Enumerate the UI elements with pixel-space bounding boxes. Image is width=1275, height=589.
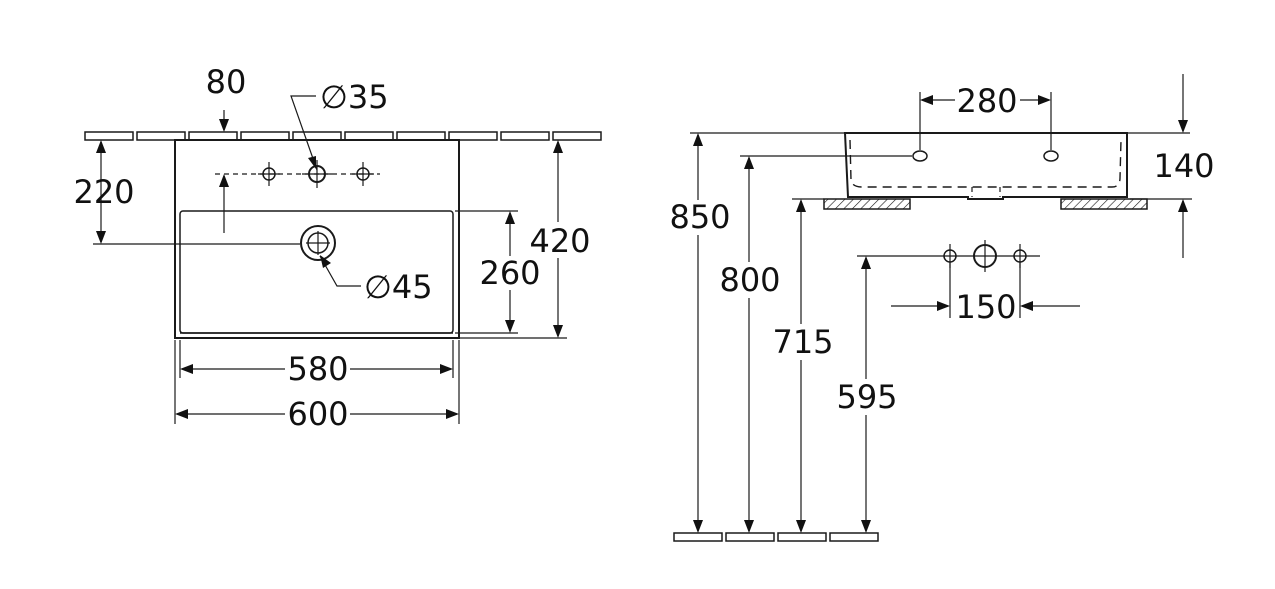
label-tap-height: 220 xyxy=(73,173,134,211)
side-tap-hole-left xyxy=(912,150,928,162)
floor-segments xyxy=(673,532,879,542)
side-view: 280 140 850 800 xyxy=(669,74,1215,542)
label-bracket-height: 715 xyxy=(772,323,833,361)
dim-basin-height: 140 xyxy=(1130,74,1215,258)
bracket-right xyxy=(1060,198,1148,210)
label-waste-hole: ∅45 xyxy=(364,268,433,306)
waste-outlet xyxy=(300,225,336,261)
label-total-width: 600 xyxy=(287,395,348,433)
label-waste-height: 595 xyxy=(836,378,897,416)
side-tap-hole-right xyxy=(1043,150,1059,162)
label-tap-hole-height: 800 xyxy=(719,261,780,299)
label-waste-spacing: 150 xyxy=(955,288,1016,326)
label-tap-hole: ∅35 xyxy=(320,78,389,116)
dim-top-height: 850 xyxy=(669,132,1190,533)
label-top-height: 850 xyxy=(669,198,730,236)
side-waste-fittings xyxy=(943,240,1027,272)
dim-waste-hole: ∅45 xyxy=(319,255,433,306)
dim-total-depth: 420 xyxy=(459,140,591,339)
label-inner-width: 580 xyxy=(287,350,348,388)
label-total-depth: 420 xyxy=(529,222,590,260)
dim-tap-spacing: 280 xyxy=(919,82,1052,150)
top-view: 80 ∅35 220 ∅45 xyxy=(73,63,602,433)
basin-outline-side xyxy=(843,132,1128,200)
bracket-left xyxy=(823,198,911,210)
dim-tap-offset: 80 xyxy=(206,63,247,233)
dim-inner-depth: 260 xyxy=(455,210,541,334)
dim-total-width: 600 xyxy=(174,340,460,433)
wall-top-view xyxy=(84,131,602,141)
dim-tap-height: 220 xyxy=(73,140,300,245)
dim-waste-height: 595 xyxy=(836,255,1040,533)
dim-waste-spacing: 150 xyxy=(891,262,1080,326)
dim-tap-hole-height: 800 xyxy=(719,155,912,533)
label-tap-offset: 80 xyxy=(206,63,247,101)
label-tap-spacing: 280 xyxy=(956,82,1017,120)
label-inner-depth: 260 xyxy=(479,254,540,292)
dim-bracket-height: 715 xyxy=(772,198,834,533)
dim-inner-width: 580 xyxy=(179,340,454,388)
label-basin-height: 140 xyxy=(1153,147,1214,185)
dim-tap-hole: ∅35 xyxy=(290,78,389,171)
basin-outline-top xyxy=(174,139,460,339)
